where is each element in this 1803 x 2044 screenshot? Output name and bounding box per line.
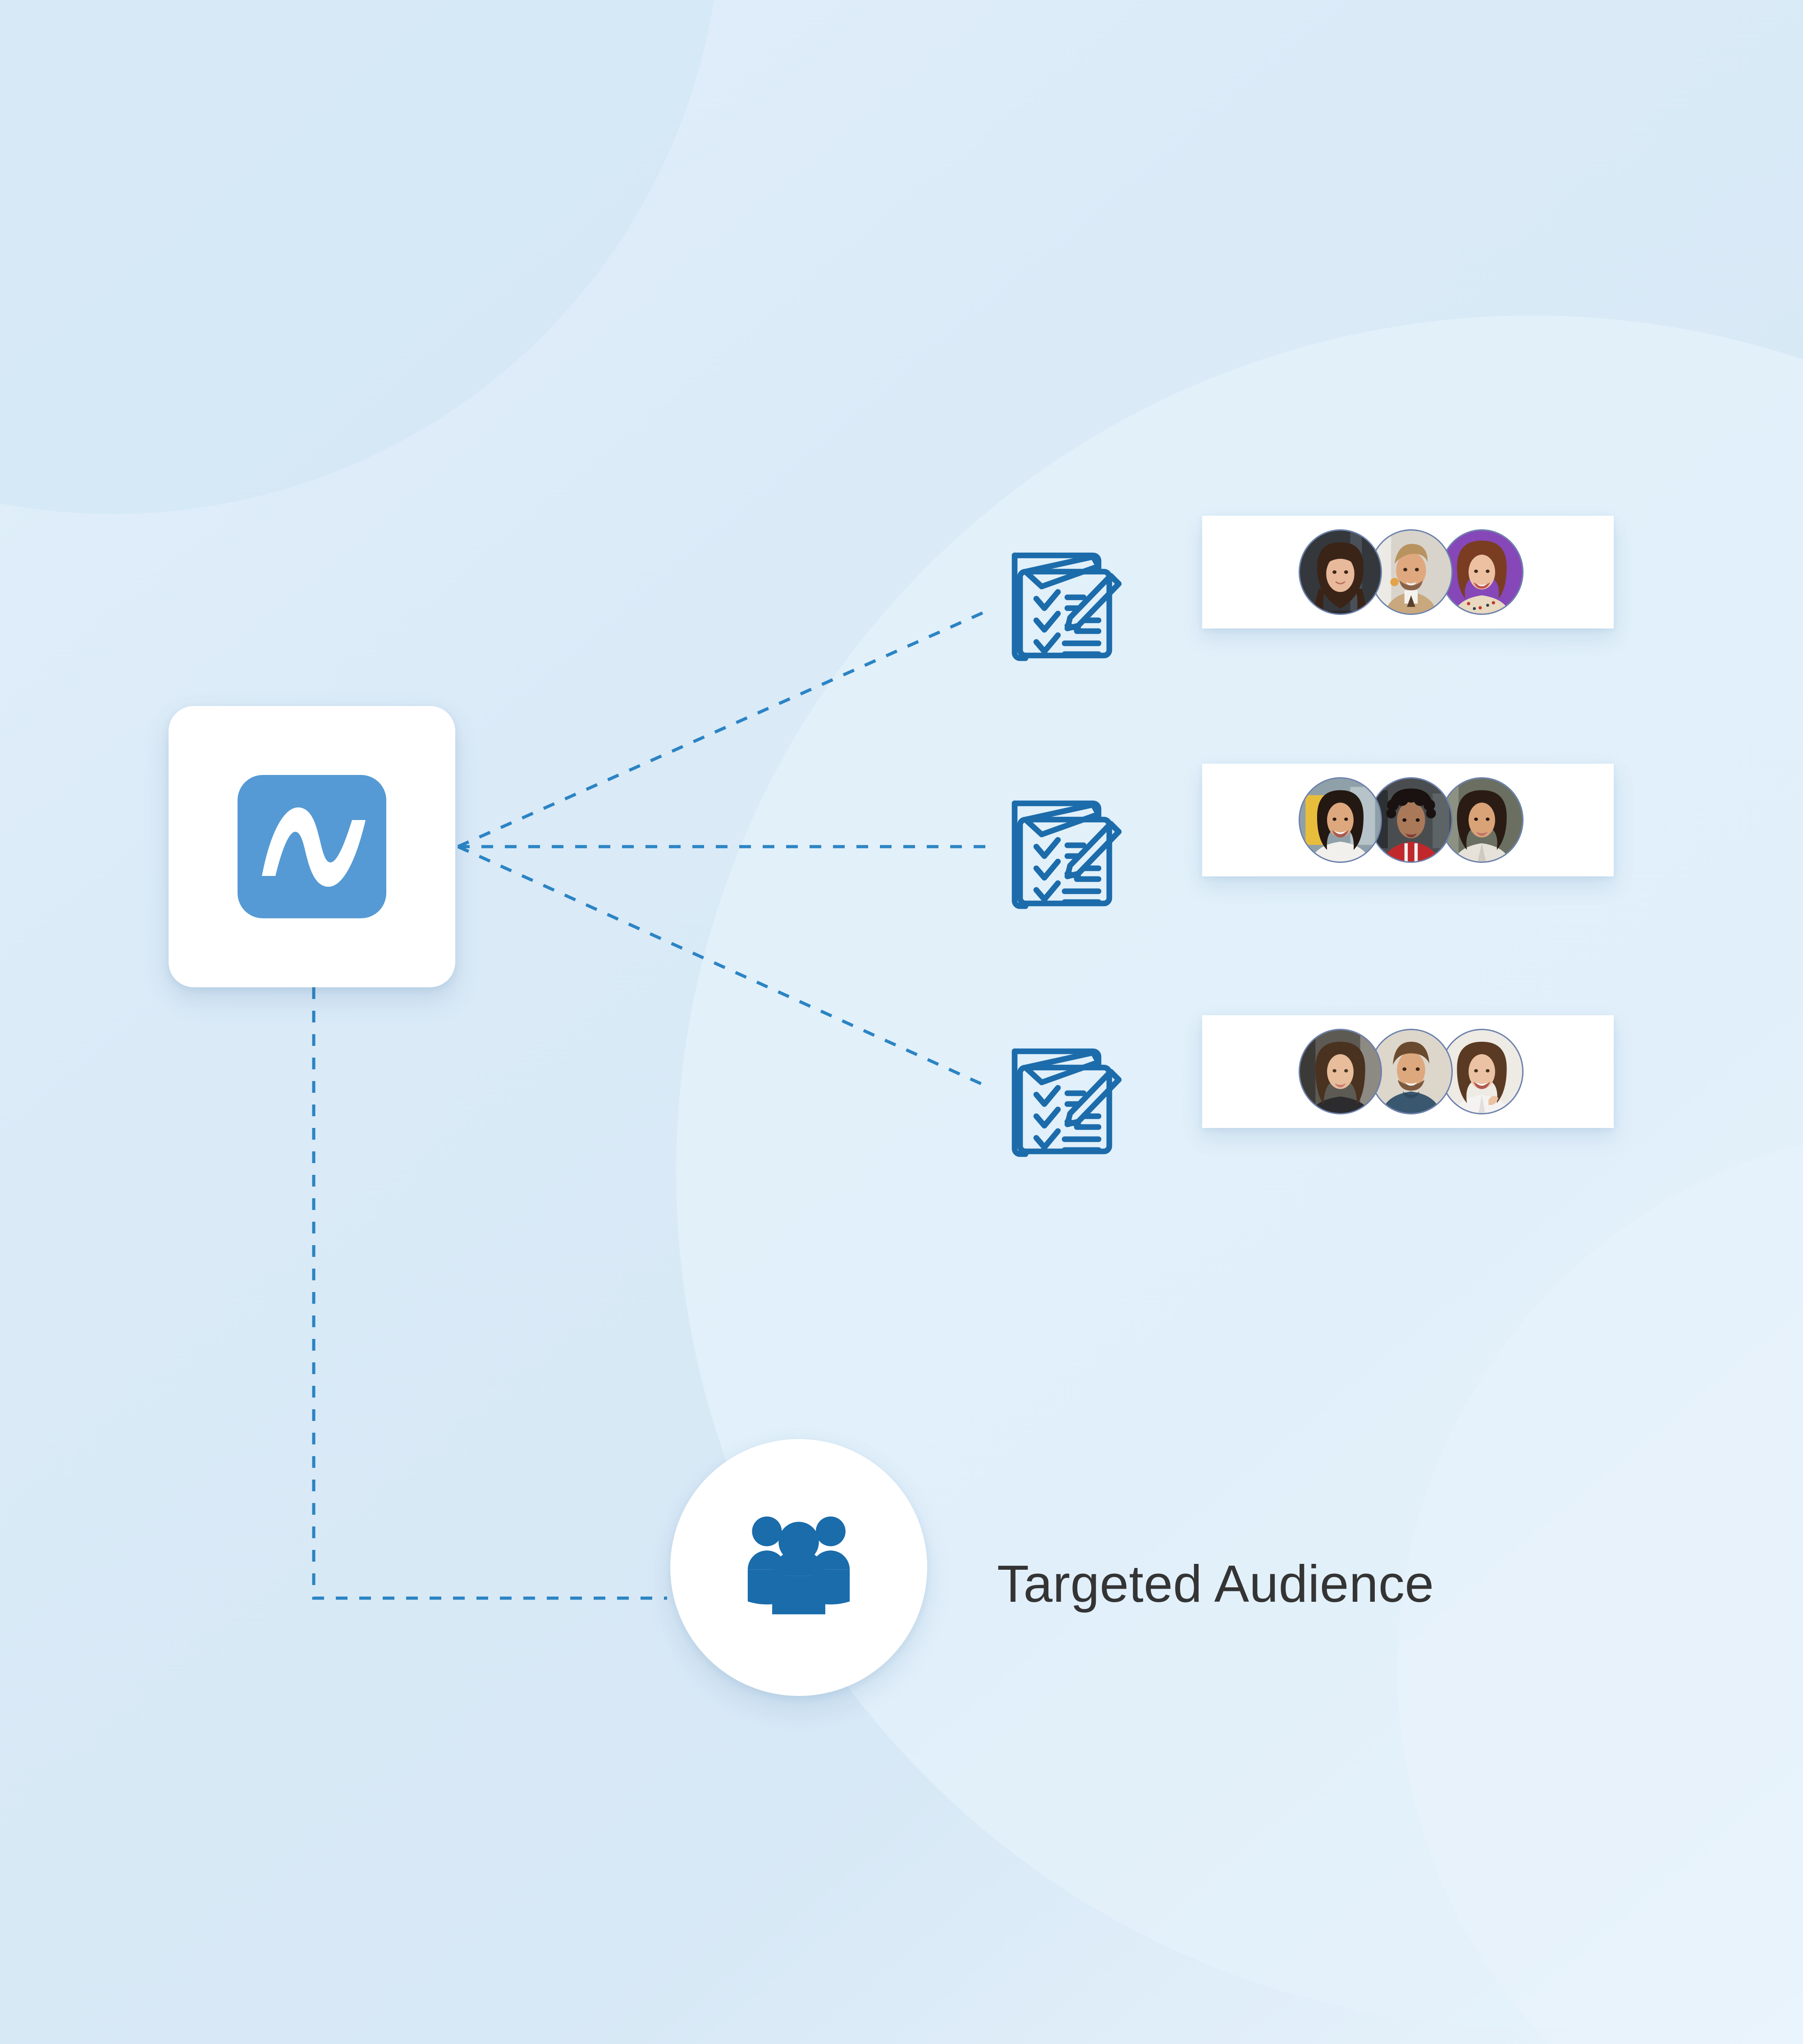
connector-to-survey-1	[457, 609, 988, 848]
avatar-group	[1299, 777, 1524, 863]
avatar	[1299, 1029, 1382, 1114]
survey-clipboard-pencil-icon	[1011, 552, 1122, 661]
brand-logo-card[interactable]	[169, 706, 455, 987]
survey-clipboard-pencil-icon	[1011, 800, 1122, 909]
survey-icon-3[interactable]	[990, 1032, 1126, 1168]
group-people-icon	[747, 1516, 850, 1614]
survey-icon-2[interactable]	[990, 784, 1126, 920]
brand-logo-tile	[238, 775, 386, 918]
targeted-audience-label: Targeted Audience	[997, 1554, 1434, 1613]
targeted-audience-node[interactable]	[670, 1439, 927, 1696]
survey-clipboard-pencil-icon	[1011, 1048, 1122, 1157]
connector-to-targeted-audience	[312, 987, 667, 1600]
wave-logo-icon	[262, 807, 366, 887]
avatar	[1299, 777, 1382, 863]
survey-icon-1[interactable]	[990, 536, 1126, 672]
audience-card[interactable]	[1202, 516, 1614, 628]
audience-card[interactable]	[1202, 764, 1614, 876]
audience-card[interactable]	[1202, 1015, 1614, 1128]
connector-to-survey-3	[457, 845, 988, 1088]
avatar-group	[1299, 529, 1524, 615]
avatar	[1299, 529, 1382, 615]
avatar-group	[1299, 1029, 1524, 1114]
